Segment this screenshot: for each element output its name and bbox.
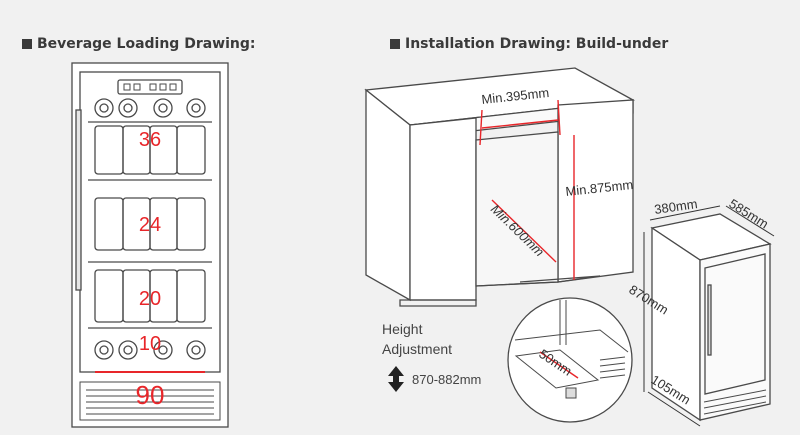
width-label: 380mm bbox=[653, 196, 698, 217]
fridge-front bbox=[71, 62, 229, 428]
fridge-door bbox=[704, 253, 766, 395]
height-adjustment-range: 870-882mm bbox=[412, 372, 481, 387]
shelf-count-1: 36 bbox=[139, 129, 161, 151]
left-panel-side bbox=[365, 88, 411, 302]
cans-shelf-2 bbox=[94, 197, 206, 251]
door-handle bbox=[75, 109, 82, 291]
shelves bbox=[88, 121, 212, 329]
opening-back bbox=[475, 131, 559, 287]
detail-vent bbox=[599, 356, 626, 379]
cans-shelf-1 bbox=[94, 125, 206, 175]
height-adjustment-line1: Height bbox=[382, 321, 423, 337]
installation-heading: Installation Drawing: Build-under bbox=[390, 36, 668, 52]
fridge-3d bbox=[650, 213, 772, 422]
left-plinth bbox=[399, 299, 477, 307]
loading-heading: Beverage Loading Drawing: bbox=[22, 36, 256, 52]
fridge-front-face bbox=[699, 243, 771, 421]
opening-floor bbox=[475, 275, 601, 287]
square-bullet-icon bbox=[390, 39, 400, 49]
min-width-label: Min.395mm bbox=[481, 85, 550, 107]
cabinet-build-under bbox=[364, 67, 636, 307]
fridge-handle bbox=[707, 284, 712, 356]
height-adjustment-line2: Adjustment bbox=[382, 341, 452, 357]
detail-magnifier: 50mm bbox=[507, 297, 633, 423]
fridge-vent bbox=[703, 389, 767, 415]
square-bullet-icon bbox=[22, 39, 32, 49]
shelf-count-4: 10 bbox=[139, 333, 161, 355]
min-height-label: Min.875mm bbox=[565, 177, 634, 199]
vent-grille bbox=[79, 381, 221, 421]
shelf-count-3: 20 bbox=[139, 288, 161, 310]
install-guides bbox=[479, 99, 575, 280]
cans-bottom-row bbox=[94, 340, 206, 360]
total-count: 90 bbox=[136, 380, 165, 410]
control-buttons bbox=[123, 83, 177, 91]
cans-top-row bbox=[94, 98, 206, 118]
shelf-count-2: 24 bbox=[139, 214, 161, 236]
left-panel-front bbox=[409, 117, 477, 301]
dimension-lines bbox=[643, 205, 775, 427]
loading-heading-text: Beverage Loading Drawing: bbox=[37, 36, 256, 52]
cans-shelf-3 bbox=[94, 269, 206, 323]
up-down-arrow-icon bbox=[388, 366, 404, 392]
height-adjustment: Height Adjustment 870-882mm bbox=[382, 321, 481, 392]
installation-heading-text: Installation Drawing: Build-under bbox=[405, 36, 669, 52]
